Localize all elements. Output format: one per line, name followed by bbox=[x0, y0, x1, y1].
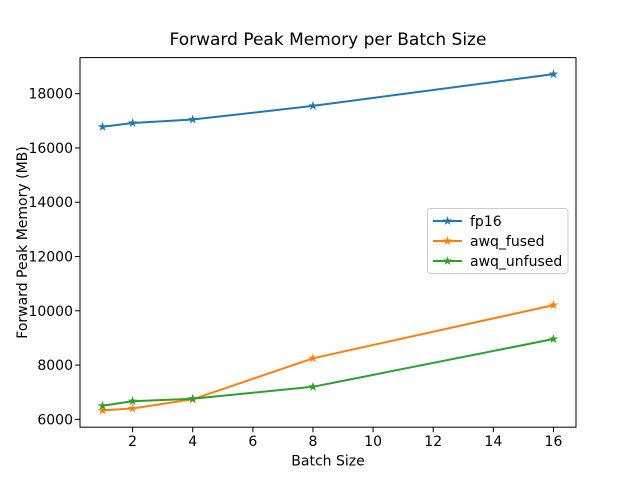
plot-border bbox=[79, 57, 577, 428]
legend-marker-awq_unfused bbox=[442, 256, 453, 266]
legend-label-fp16: fp16 bbox=[470, 214, 502, 230]
axis-ticks: 2 4 6 8 10 12 14 16 6000 8000 10000 12000 14000 16000… bbox=[28, 87, 562, 450]
legend-label-awq-unfused: awq_unfused bbox=[470, 254, 562, 270]
x-tick-label: 10 bbox=[364, 434, 382, 450]
data-point-marker-fp16 bbox=[308, 100, 318, 110]
series-layer bbox=[97, 69, 559, 415]
legend-frame bbox=[427, 208, 569, 274]
legend-marker-awq_fused bbox=[442, 236, 453, 246]
data-point-marker-fp16 bbox=[127, 117, 138, 128]
x-tick-label: 12 bbox=[424, 434, 442, 450]
data-point-marker-awq_unfused bbox=[97, 400, 108, 410]
x-tick-label: 14 bbox=[484, 434, 502, 450]
data-point-marker-fp16 bbox=[97, 121, 108, 131]
x-tick-label: 6 bbox=[248, 434, 257, 450]
y-tick-label: 6000 bbox=[37, 412, 73, 428]
x-tick-label: 8 bbox=[309, 434, 318, 450]
y-tick-label: 8000 bbox=[37, 358, 73, 374]
data-point-marker-awq_unfused bbox=[548, 334, 559, 344]
data-point-marker-fp16 bbox=[187, 114, 198, 124]
x-tick-label: 16 bbox=[545, 434, 563, 450]
y-tick-label: 18000 bbox=[28, 87, 73, 103]
data-point-marker-awq_unfused bbox=[308, 381, 318, 391]
data-point-marker-fp16 bbox=[548, 69, 559, 79]
y-tick-label: 12000 bbox=[28, 250, 73, 266]
legend-label-awq-fused: awq_fused bbox=[470, 234, 545, 250]
series-line-fp16 bbox=[101, 73, 555, 128]
y-axis-label: Forward Peak Memory (MB) bbox=[15, 146, 31, 338]
data-point-marker-awq_fused bbox=[548, 300, 559, 310]
data-point-marker-awq_fused bbox=[97, 405, 108, 415]
y-tick-label: 16000 bbox=[28, 141, 73, 157]
series-line-awq_fused bbox=[101, 304, 555, 412]
x-tick-label: 4 bbox=[188, 434, 197, 450]
data-point-marker-awq_fused bbox=[127, 403, 138, 413]
y-tick-label: 10000 bbox=[28, 304, 73, 320]
x-axis-label: Batch Size bbox=[291, 454, 364, 470]
chart-title: Forward Peak Memory per Batch Size bbox=[170, 30, 487, 50]
data-point-marker-awq_unfused bbox=[187, 393, 198, 403]
series-line-awq_unfused bbox=[101, 338, 555, 407]
legend: fp16 awq_fused awq_unfused bbox=[427, 208, 569, 274]
legend-handles bbox=[433, 216, 462, 266]
legend-marker-fp16 bbox=[442, 216, 453, 226]
y-tick-label: 14000 bbox=[28, 195, 73, 211]
data-point-marker-awq_unfused bbox=[127, 396, 138, 406]
x-tick-label: 2 bbox=[128, 434, 137, 450]
data-point-marker-awq_fused bbox=[308, 353, 318, 363]
